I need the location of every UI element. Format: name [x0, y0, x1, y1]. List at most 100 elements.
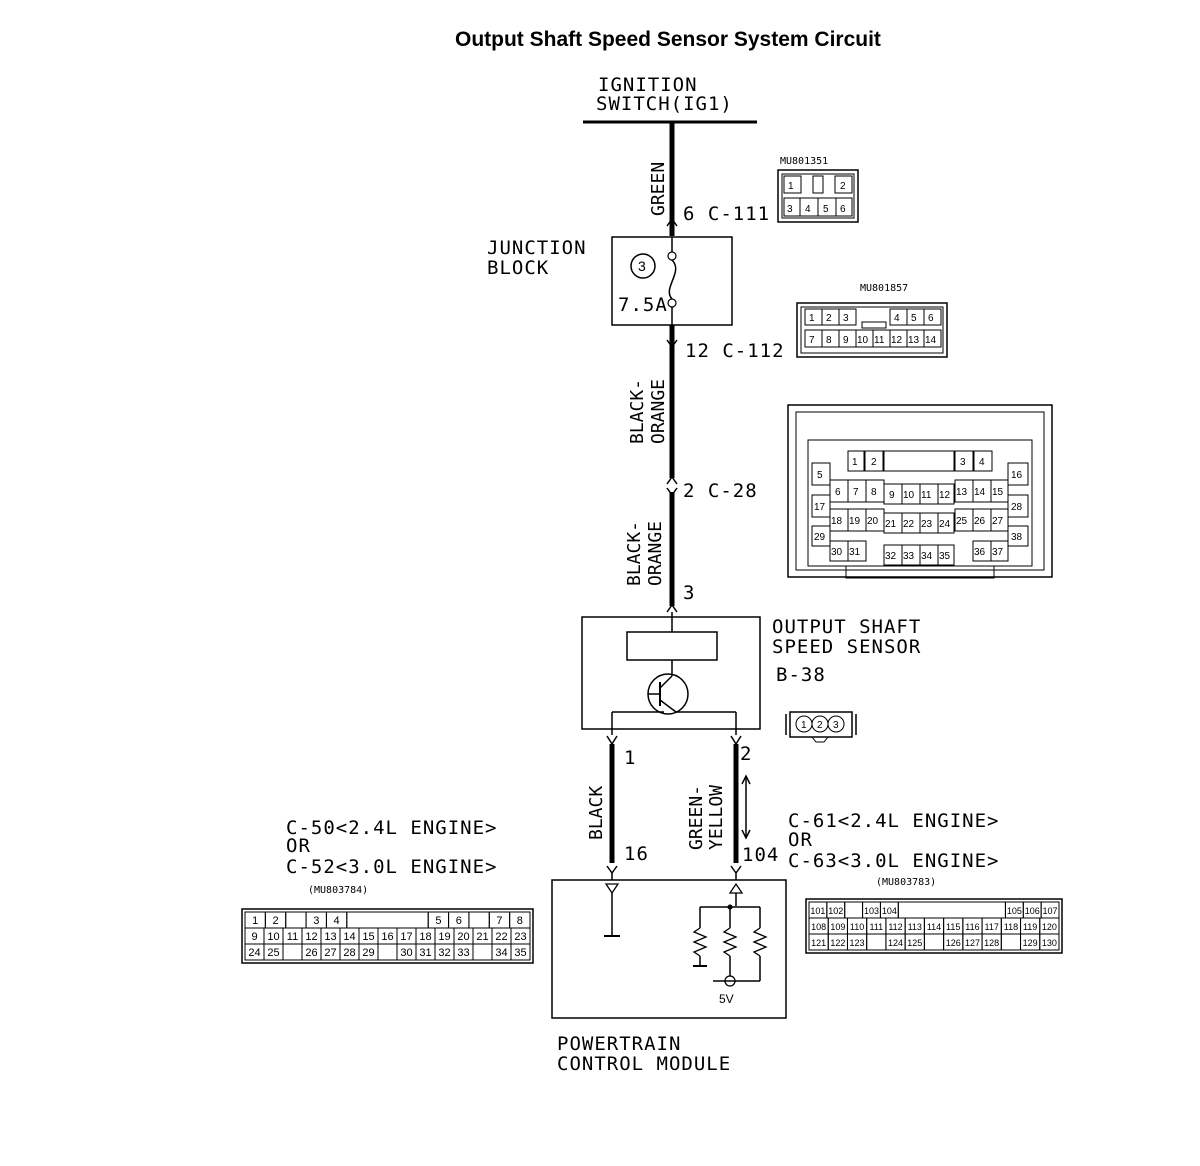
connector-c28: 1 2 3 4 5 16 6 7 8 9 10 11 12 13 14 15 [787, 404, 1053, 579]
connector-pin-number: 19 [438, 931, 450, 943]
connector-c111: 1 2 3 4 5 6 [777, 169, 859, 223]
connector-blank [377, 943, 398, 961]
svg-text:7: 7 [853, 487, 859, 498]
svg-text:5: 5 [911, 313, 917, 324]
left-connector-label-1: C-50<2.4L ENGINE> [286, 817, 497, 839]
connector-pin-number: 4 [334, 915, 340, 927]
fuse-terminal-top [667, 251, 677, 261]
connector-c112: 1 2 3 4 5 6 7 8 9 10 11 12 13 14 [796, 302, 948, 358]
connector-arrow [606, 865, 618, 875]
connector-pin-number: 126 [946, 938, 961, 948]
svg-text:38: 38 [1011, 532, 1023, 543]
connector-pin-number: 24 [248, 947, 260, 959]
connector-pin-number: 114 [927, 922, 941, 932]
signal-direction-arrow [741, 774, 751, 840]
svg-text:13: 13 [908, 335, 920, 346]
svg-text:22: 22 [903, 519, 915, 530]
connector-pin-number: 118 [1004, 922, 1018, 932]
wire-label-black-orange-2a: BLACK- [624, 521, 645, 586]
svg-text:2: 2 [840, 181, 846, 192]
connector-pin-number: 17 [400, 931, 412, 943]
svg-text:3: 3 [960, 457, 966, 468]
right-connector-part-no: (MU803783) [876, 877, 936, 888]
left-connector-part-no: (MU803784) [308, 885, 368, 896]
connector-pin-number: 116 [965, 922, 979, 932]
svg-text:3: 3 [843, 313, 849, 324]
sensor-label-2: SPEED SENSOR [772, 636, 921, 658]
connector-pin-number: 31 [419, 947, 431, 959]
svg-text:36: 36 [974, 547, 986, 558]
connector-pin-number: 112 [888, 922, 902, 932]
pin-label-sensor-1: 1 [624, 747, 636, 769]
svg-text:29: 29 [814, 532, 826, 543]
wire-label-black-orange-2b: ORANGE [645, 521, 666, 586]
svg-text:31: 31 [849, 547, 861, 558]
connector-pin-number: 121 [811, 938, 826, 948]
connector-blank [1000, 933, 1022, 951]
pin-label-c112: 12 C-112 [685, 340, 785, 362]
connector-pin-number: 26 [305, 947, 317, 959]
sensor-label-1: OUTPUT SHAFT [772, 616, 921, 638]
svg-text:19: 19 [849, 516, 861, 527]
svg-text:30: 30 [831, 547, 843, 558]
svg-text:3: 3 [833, 720, 839, 731]
connector-pin-number: 129 [1023, 938, 1038, 948]
connector-arrow [666, 217, 678, 227]
pcm-input-16-symbol [604, 883, 620, 895]
connector-pin-number: 102 [828, 906, 843, 916]
svg-text:37: 37 [992, 547, 1004, 558]
wire-label-green-yellow-b: YELLOW [706, 785, 727, 850]
svg-text:1: 1 [788, 181, 794, 192]
svg-text:34: 34 [921, 551, 933, 562]
fuse-terminal-bottom [667, 298, 677, 308]
svg-text:6: 6 [835, 487, 841, 498]
pin-label-sensor-2: 2 [740, 743, 752, 765]
left-connector-label-3: C-52<3.0L ENGINE> [286, 856, 497, 878]
fuse-rating: 7.5A [618, 294, 668, 316]
svg-text:21: 21 [885, 519, 897, 530]
svg-text:8: 8 [826, 335, 832, 346]
fuse-element [668, 259, 677, 300]
svg-text:10: 10 [903, 490, 915, 501]
part-no-c111: MU801351 [780, 156, 828, 167]
connector-pin-number: 125 [907, 938, 922, 948]
connector-pin-number: 22 [495, 931, 507, 943]
svg-text:14: 14 [974, 487, 986, 498]
connector-pin-number: 7 [496, 915, 502, 927]
svg-text:9: 9 [889, 490, 895, 501]
svg-text:6: 6 [840, 204, 846, 215]
connector-pin-number: 25 [267, 947, 279, 959]
wire-label-green-yellow-a: GREEN- [686, 785, 707, 850]
connector-pin-number: 123 [850, 938, 865, 948]
svg-text:15: 15 [992, 487, 1004, 498]
svg-text:17: 17 [814, 502, 826, 513]
connector-pin-number: 130 [1042, 938, 1057, 948]
connector-blank [282, 943, 303, 961]
connector-arrow [666, 475, 678, 485]
connector-pin-number: 32 [438, 947, 450, 959]
connector-arrow [666, 339, 678, 349]
connector-pin-number: 3 [313, 915, 319, 927]
svg-text:4: 4 [979, 457, 985, 468]
wire-label-black: BLACK [586, 786, 607, 840]
connector-blank [844, 901, 864, 919]
connector-blank [346, 911, 429, 929]
connector-pin-number: 33 [457, 947, 469, 959]
svg-text:25: 25 [956, 516, 968, 527]
connector-pin-number: 108 [811, 922, 826, 932]
connector-pin-number: 110 [850, 922, 864, 932]
left-connector-label-2: OR [286, 835, 311, 857]
svg-text:28: 28 [1011, 502, 1023, 513]
svg-text:7: 7 [809, 335, 815, 346]
fuse-number: 3 [638, 258, 646, 274]
connector-pin-number: 1 [252, 915, 258, 927]
svg-text:11: 11 [874, 335, 885, 346]
diagram-title: Output Shaft Speed Sensor System Circuit [455, 28, 881, 51]
pcm-label-1: POWERTRAIN [557, 1033, 681, 1055]
connector-arrow [730, 865, 742, 875]
connector-pin-number: 120 [1042, 922, 1057, 932]
connector-outline [805, 898, 1063, 954]
connector-pin-number: 35 [514, 947, 526, 959]
svg-text:27: 27 [992, 516, 1004, 527]
